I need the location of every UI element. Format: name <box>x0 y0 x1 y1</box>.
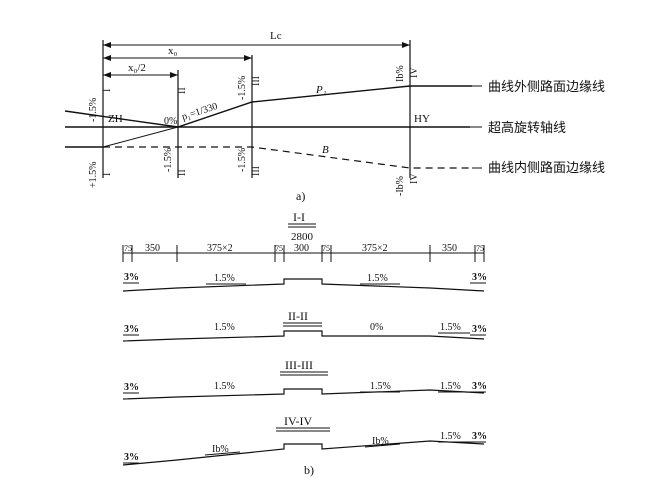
slope-label: 3% <box>124 324 139 335</box>
slope-label: 1.5% <box>440 431 461 442</box>
dim-75-a: 75 <box>124 244 132 253</box>
slope-label: Ib% <box>372 436 389 447</box>
dim-375x2-a: 375×2 <box>207 243 233 254</box>
arrow-icon <box>244 55 252 61</box>
roman-iii-bottom: III <box>251 166 262 176</box>
zh-label: ZH <box>108 113 123 125</box>
sec-iii-top-slope: -1.5% <box>237 76 248 100</box>
profile-ii <box>122 330 485 342</box>
roman-i-top: I <box>102 89 113 92</box>
slope-label: 3% <box>472 431 487 442</box>
slope-label: 3% <box>124 382 139 393</box>
axis-label: 超高旋转轴线 <box>488 120 566 136</box>
caption-b: b) <box>304 463 314 477</box>
dim-350-a: 350 <box>145 243 160 254</box>
inner-edge-dashed-line <box>103 146 472 169</box>
x0-half-label: x₀/2 <box>128 62 146 74</box>
section-title-iv: IV-IV <box>284 414 313 428</box>
roman-ii-top: II <box>177 87 188 94</box>
longitudinal-profile: Lc x₀ x₀/2 曲线外侧路面边缘线 超高旋转轴线 曲线内侧路面边缘线 ZH… <box>64 30 605 203</box>
b-label: B <box>322 144 329 156</box>
slope-label: 3% <box>472 272 487 283</box>
slope-label: 1.5% <box>440 381 461 392</box>
dim-75-d: 75 <box>476 244 484 253</box>
arrow-icon <box>170 72 178 78</box>
x0-label: x₀ <box>168 45 178 57</box>
section-title-i: I-I <box>293 210 305 224</box>
zero-slope-label: 0% <box>164 116 177 127</box>
dim-75-c: 75 <box>322 244 330 253</box>
lc-label: Lc <box>270 30 282 42</box>
caption-a: a) <box>296 189 305 203</box>
roman-ii-bottom: II <box>177 169 188 176</box>
dimension-ticks <box>122 245 485 262</box>
arrow-icon <box>103 72 111 78</box>
arrow-icon <box>103 42 111 48</box>
p1-label: P₁ <box>315 84 327 96</box>
slope-label: 3% <box>124 452 139 463</box>
roman-iii-top: III <box>251 76 262 86</box>
sec-iv-top-slope: Ib% <box>395 65 406 82</box>
arrow-icon <box>402 42 410 48</box>
slope-label: 1.5% <box>214 381 235 392</box>
slope-label: 1.5% <box>214 273 235 284</box>
section-title-iii: III-III <box>285 358 313 372</box>
profile-iv <box>122 440 485 466</box>
slope-label: 1.5% <box>440 322 461 333</box>
slope-label: 3% <box>472 324 487 335</box>
section-title-ii: II-II <box>288 309 308 323</box>
profile-i <box>122 278 485 292</box>
inner-edge-label: 曲线内侧路面边缘线 <box>488 160 605 176</box>
slope-label: 0% <box>370 322 383 333</box>
slope-label: 1.5% <box>370 381 391 392</box>
profile-iii <box>122 388 485 400</box>
dim-300: 300 <box>294 243 309 254</box>
left-top-slope: -1.5% <box>88 98 99 122</box>
dim-375x2-b: 375×2 <box>362 243 388 254</box>
sec-ii-bottom-slope: -1.5% <box>163 148 174 172</box>
dim-75-b: 75 <box>275 244 283 253</box>
arrow-icon <box>103 55 111 61</box>
outer-edge-line <box>64 85 472 128</box>
roman-iv-top: IV <box>409 67 420 78</box>
sec-iv-bottom-slope: -Ib% <box>395 176 406 196</box>
left-bottom-slope: +1.5% <box>88 162 99 188</box>
slope-label: 1.5% <box>367 273 388 284</box>
cross-sections: I-I 2800 75 350 375×2 75 300 75 375×2 35… <box>122 210 487 477</box>
roman-iv-bottom: IV <box>409 173 420 184</box>
sec-iii-bottom-slope: -1.5% <box>237 148 248 172</box>
slope-label: Ib% <box>212 444 229 455</box>
slope-label: 1.5% <box>214 322 235 333</box>
outer-edge-label: 曲线外侧路面边缘线 <box>488 79 605 95</box>
slope-label: 3% <box>124 272 139 283</box>
slope-label: 3% <box>472 381 487 392</box>
roman-i-bottom: I <box>102 173 113 176</box>
hy-label: HY <box>414 113 430 125</box>
inner-edge-solid-line <box>102 126 179 148</box>
dim-350-b: 350 <box>442 243 457 254</box>
total-width-label: 2800 <box>291 231 314 243</box>
